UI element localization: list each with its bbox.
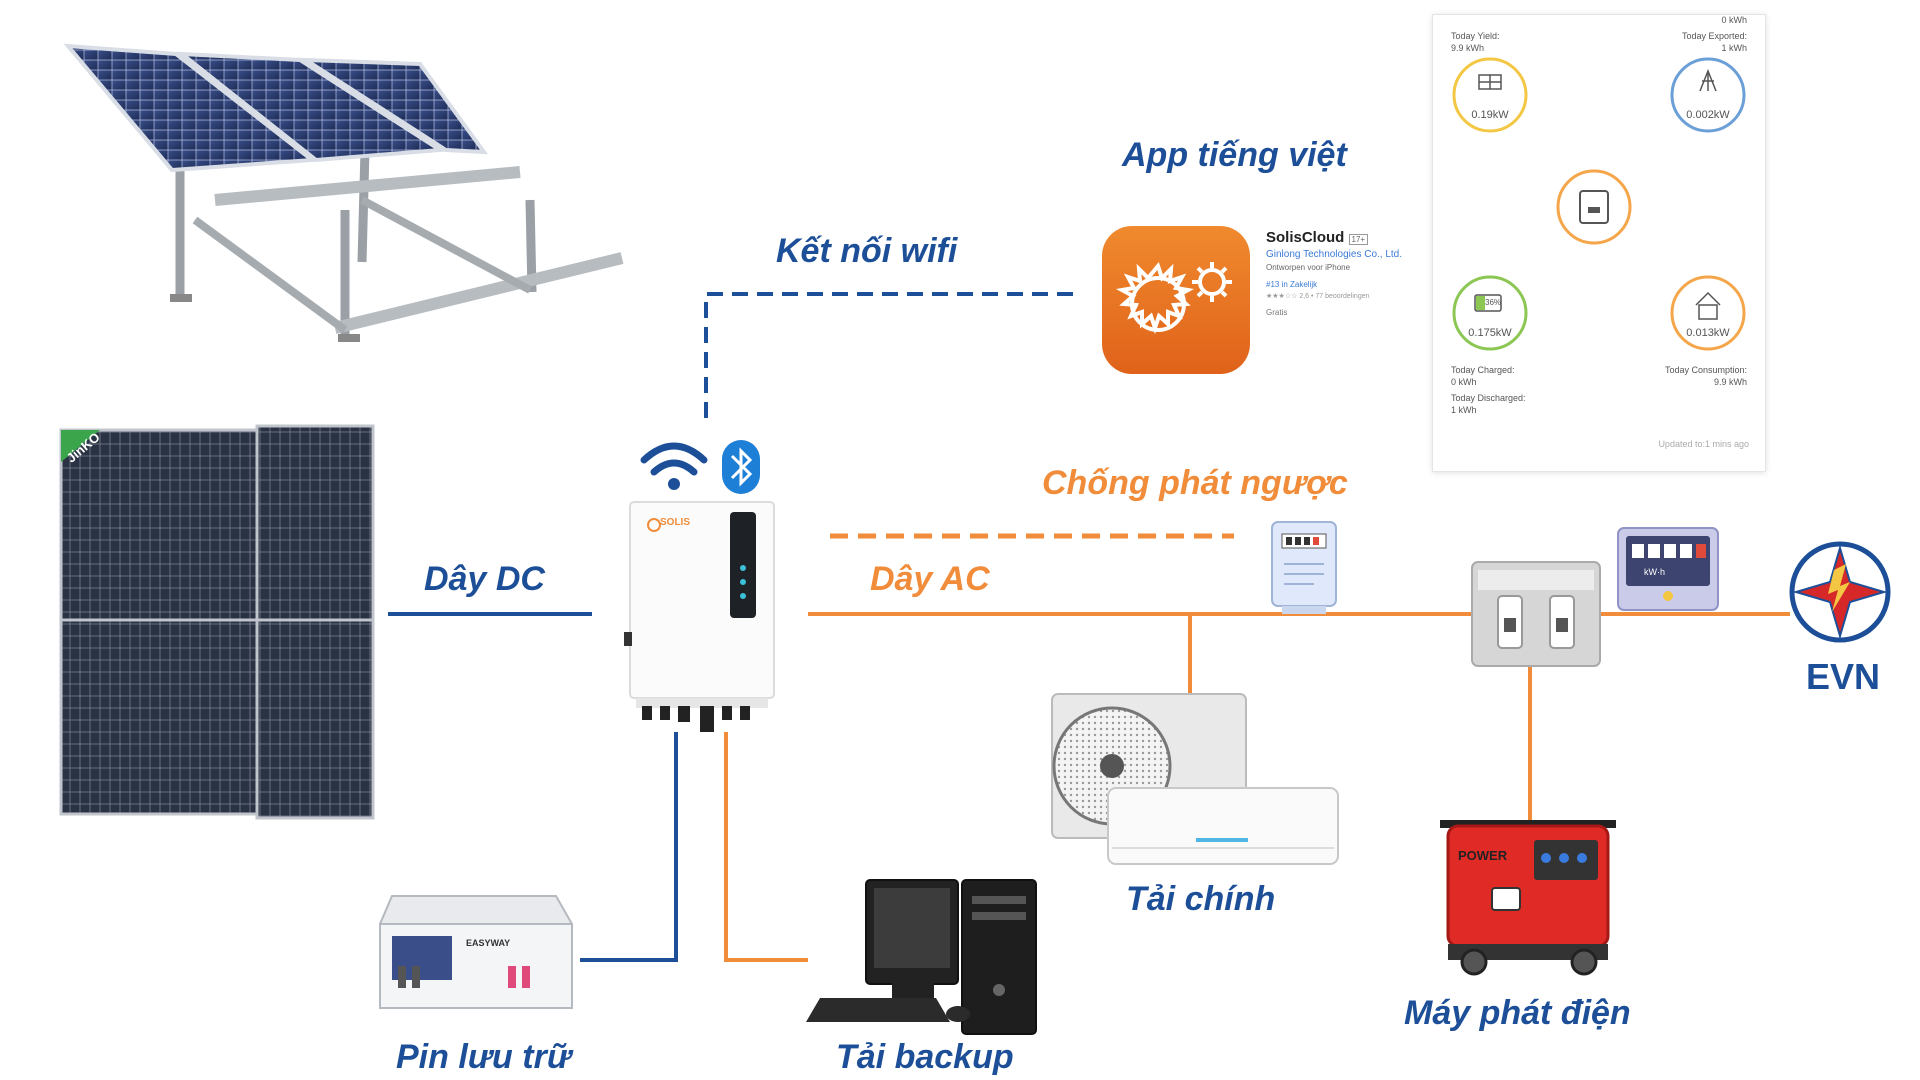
grid-label: EVN <box>1806 656 1881 697</box>
backup-load-label: Tải backup <box>836 1038 1014 1076</box>
updated-time: Updated to:1 mins ago <box>1658 439 1749 449</box>
air-conditioner-icon <box>1051 693 1339 865</box>
pv-power: 0.19kW <box>1471 109 1509 121</box>
energy-meter-icon <box>1617 527 1719 611</box>
desktop-computer-icon <box>806 879 1037 1035</box>
app-store-info: SolisCloud 17+ Ginlong Technologies Co.,… <box>1266 229 1446 317</box>
battery-label: Pin lưu trữ <box>396 1038 572 1076</box>
monitor-panel: 0 kWh Today Yield: 9.9 kWh Today Exporte… <box>1432 14 1766 472</box>
wifi-label: Kết nối wifi <box>776 232 958 270</box>
age-rating: 17+ <box>1348 234 1369 245</box>
dc-wire-label: Dây DC <box>424 560 545 598</box>
circuit-breaker-icon <box>1471 561 1601 667</box>
today-exported-value: 1 kWh <box>1721 43 1747 53</box>
today-yield-value: 9.9 kWh <box>1451 43 1485 53</box>
today-discharged-label: Today Discharged: <box>1451 393 1526 403</box>
load-power: 0.013kW <box>1686 327 1730 339</box>
pv-node-icon <box>1452 57 1528 133</box>
today-exported-label: Today Exported: <box>1681 31 1747 41</box>
battery-soc: 36% <box>1485 298 1502 307</box>
app-price: Gratis <box>1266 308 1288 317</box>
inverter-brand: SOLIS <box>660 517 691 528</box>
ac-wire-label: Dây AC <box>870 560 990 598</box>
evn-logo-icon <box>1789 541 1891 643</box>
generator-brand: POWER <box>1458 848 1508 863</box>
battery-wire <box>580 732 678 962</box>
inverter-icon <box>624 501 775 732</box>
monitor-top-value: 0 kWh <box>1721 15 1747 25</box>
bluetooth-icon <box>722 440 760 494</box>
solar-panel-icon <box>59 424 375 820</box>
app-name: SolisCloud 17+ <box>1266 229 1446 246</box>
battery-icon <box>379 895 573 1009</box>
app-rank: #13 in Zakelijk <box>1266 280 1318 289</box>
generator-label: Máy phát điện <box>1404 994 1631 1032</box>
solar-panel-rack-icon <box>63 43 624 342</box>
backup-wire <box>724 732 808 962</box>
home-node-icon <box>1670 275 1746 351</box>
wifi-icon <box>640 442 708 490</box>
app-vietnamese-label: App tiếng việt <box>1122 136 1347 174</box>
monitor-nodes <box>1452 57 1746 351</box>
app-developer: Ginlong Technologies Co., Ltd. <box>1266 249 1403 260</box>
today-consumption-label: Today Consumption: <box>1664 365 1747 375</box>
meter-unit: kW·h <box>1644 567 1665 577</box>
app-tagline: Ontworpen voor iPhone <box>1266 263 1351 272</box>
grid-node-icon <box>1670 57 1746 133</box>
today-discharged-value: 1 kWh <box>1451 405 1477 415</box>
main-load-label: Tải chính <box>1126 880 1276 918</box>
battery-brand: EASYWAY <box>466 938 511 948</box>
today-yield-label: Today Yield: <box>1451 31 1500 41</box>
generator-icon <box>1440 820 1616 976</box>
today-charged-value: 0 kWh <box>1451 377 1477 387</box>
today-consumption-value: 9.9 kWh <box>1713 377 1747 387</box>
anti-export-label: Chống phát ngược <box>1042 464 1348 502</box>
battery-node-icon <box>1452 275 1528 351</box>
app-icon <box>1102 226 1250 374</box>
app-rating: ★★★☆☆ 2,6 • 77 beoordelingen <box>1266 293 1370 300</box>
today-charged-label: Today Charged: <box>1451 365 1515 375</box>
battery-power: 0.175kW <box>1468 327 1512 339</box>
grid-power: 0.002kW <box>1686 109 1730 121</box>
smart-meter-icon <box>1271 521 1337 614</box>
app-name-text: SolisCloud <box>1266 229 1345 246</box>
wifi-dashed-line <box>704 292 1082 418</box>
